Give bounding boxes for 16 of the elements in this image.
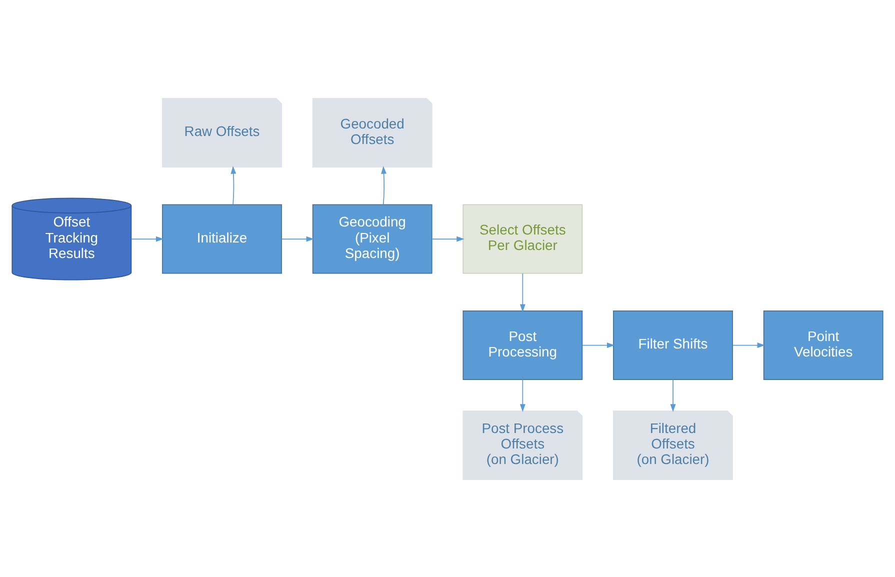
arrow — [582, 342, 615, 348]
node-box: Post Processing — [462, 310, 583, 380]
node-box: Point Velocities — [763, 310, 884, 380]
node-box: Geocoding (Pixel Spacing) — [312, 204, 432, 274]
arrow — [520, 272, 526, 312]
arrow — [732, 342, 766, 348]
arrow — [130, 236, 164, 242]
node-box: Filter Shifts — [613, 310, 733, 380]
arrow — [281, 236, 314, 242]
arrow — [230, 166, 236, 205]
node-box: Initialize — [162, 204, 282, 274]
arrow — [520, 378, 526, 412]
arrow — [432, 236, 464, 242]
node-box: Select Offsets Per Glacier — [462, 204, 583, 274]
arrow — [670, 378, 676, 412]
arrow — [381, 166, 387, 205]
